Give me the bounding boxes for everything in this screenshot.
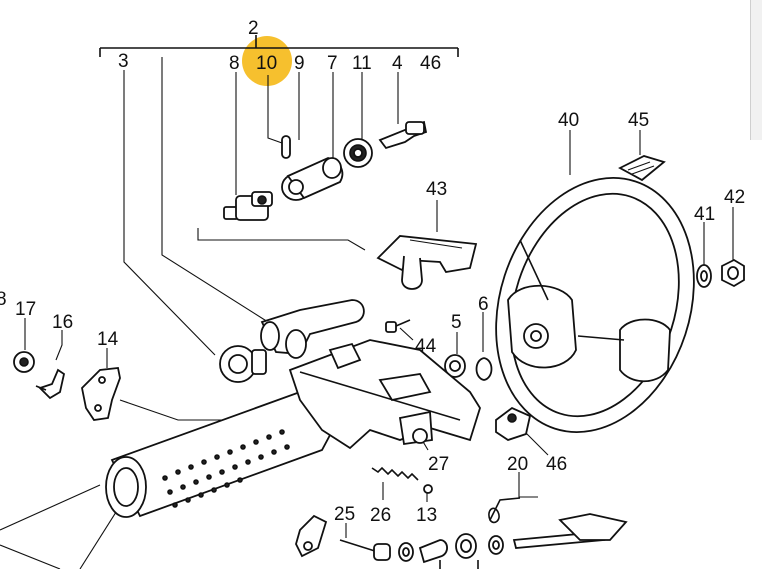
label-11: 11 xyxy=(352,53,372,74)
part-10-pin xyxy=(281,135,291,159)
label-3: 3 xyxy=(118,51,129,72)
label-44: 44 xyxy=(415,336,437,357)
label-25: 25 xyxy=(334,504,355,525)
window-edge xyxy=(750,0,762,140)
part-45-emblem xyxy=(618,155,666,182)
label-26: 26 xyxy=(370,505,391,526)
label-45: 45 xyxy=(628,110,649,131)
part-27-plug xyxy=(412,428,428,444)
part-8-lock-cylinder xyxy=(223,191,273,221)
label-5: 5 xyxy=(451,312,462,333)
part-5-washer xyxy=(444,354,466,378)
label-7: 7 xyxy=(327,53,338,74)
group-bracket xyxy=(99,35,459,57)
part-46-switch-block xyxy=(495,406,532,441)
part-44-screw xyxy=(385,319,411,333)
part-25-shaft-parts xyxy=(295,513,628,569)
part-43-bracket xyxy=(376,235,478,290)
part-26-spring xyxy=(371,466,419,481)
label-6: 6 xyxy=(478,294,489,315)
part-11-bearing xyxy=(343,138,373,168)
part-41-lockwasher xyxy=(696,264,712,288)
label-8: 8 xyxy=(229,53,240,74)
part-40-steering-wheel xyxy=(495,177,695,433)
callout-labels: 2 3 8 10 9 7 11 4 46 40 45 43 41 42 8 17… xyxy=(0,18,745,526)
label-16: 16 xyxy=(52,312,73,333)
label-2: 2 xyxy=(248,18,259,39)
label-13: 13 xyxy=(416,505,437,526)
label-41: 41 xyxy=(694,204,715,225)
label-27: 27 xyxy=(428,454,449,475)
part-4-key xyxy=(378,120,428,150)
label-14: 14 xyxy=(97,329,119,350)
part-3-combination-switch xyxy=(219,345,267,383)
label-46-top: 46 xyxy=(420,53,441,74)
part-14-bracket xyxy=(81,367,121,421)
label-8-left: 8 xyxy=(0,289,7,310)
label-9: 9 xyxy=(294,53,305,74)
part-17-washer xyxy=(13,351,35,373)
part-42-nut xyxy=(721,258,745,288)
steering-column-tube xyxy=(105,390,340,518)
column-housing xyxy=(260,299,481,450)
tube-perforations xyxy=(162,429,290,508)
part-6-circlip xyxy=(475,357,493,381)
label-10: 10 xyxy=(256,53,277,74)
label-40: 40 xyxy=(558,110,579,131)
part-16-lever xyxy=(35,368,66,400)
label-43: 43 xyxy=(426,179,447,200)
label-17: 17 xyxy=(15,299,36,320)
part-13-ball xyxy=(423,484,433,494)
part-7-housing xyxy=(281,157,344,201)
label-42: 42 xyxy=(724,187,745,208)
label-4: 4 xyxy=(392,53,403,74)
label-20: 20 xyxy=(507,454,528,475)
part-20-wire xyxy=(488,497,521,524)
label-46-right: 46 xyxy=(546,454,567,475)
